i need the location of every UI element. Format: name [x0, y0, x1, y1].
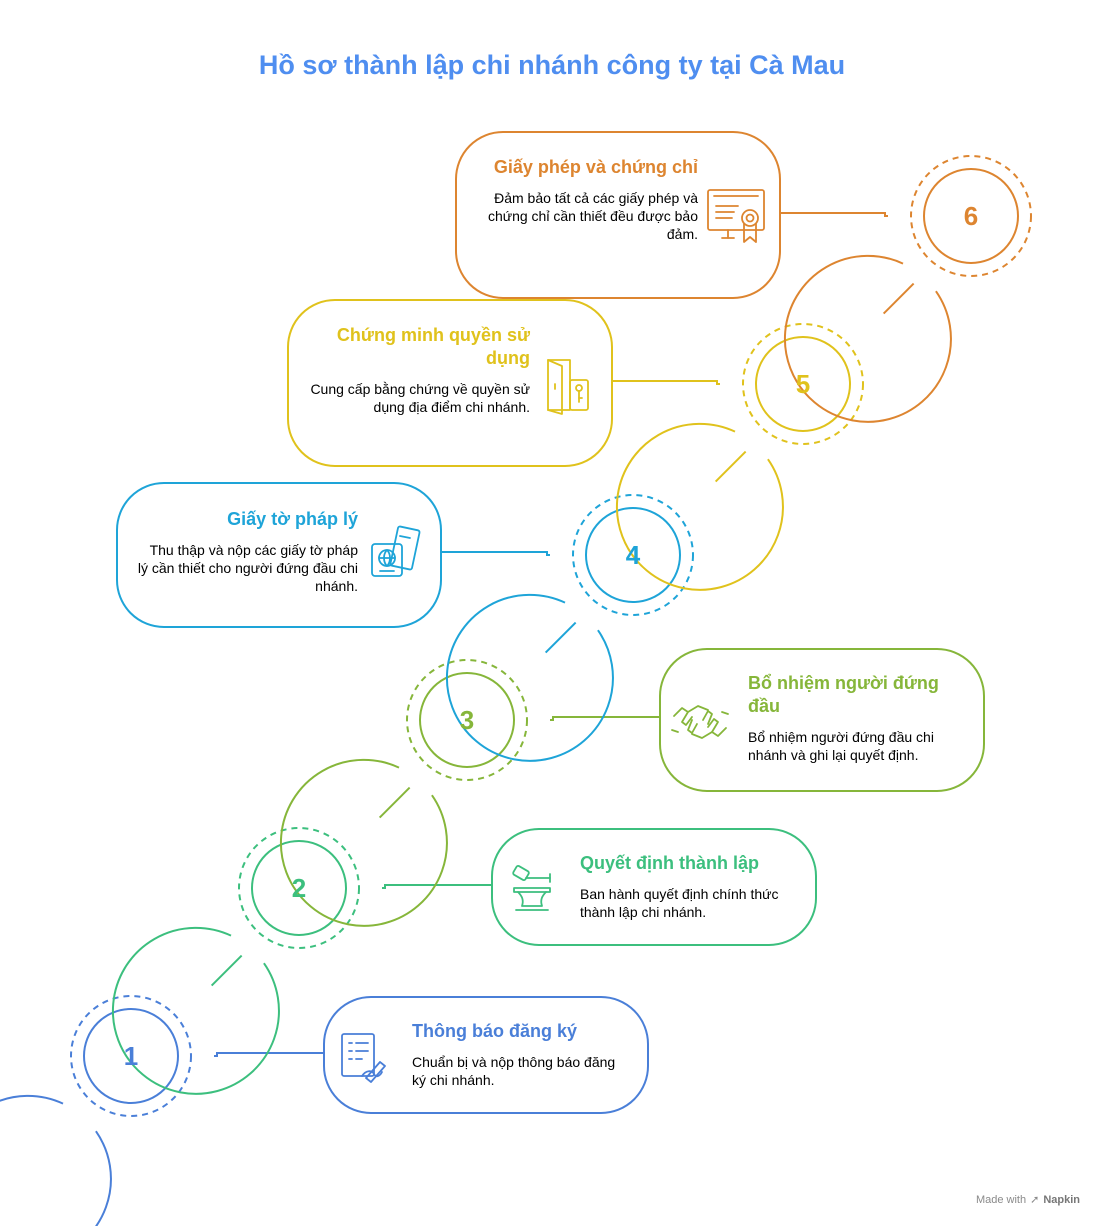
step-2-outer-ring [111, 926, 280, 1095]
footer-made-with: Made with [975, 1193, 1027, 1206]
step-5-dashed-ring [742, 323, 864, 445]
step-1-description: Chuẩn bị và nộp thông báo đăng ký chi nh… [412, 1054, 616, 1088]
step-2-number: 2 [291, 873, 307, 903]
step-1-title: Thông báo đăng ký [412, 1021, 577, 1041]
footer-credit: Made with ➚ Napkin [975, 1193, 1080, 1207]
step-3-card: Bổ nhiệm người đứng đầu Bổ nhiệm người đ… [659, 648, 985, 792]
step-3-diagonal-link [378, 786, 411, 819]
step-5-card: Chứng minh quyền sử dụng Cung cấp bằng c… [287, 299, 613, 467]
step-6-card: Giấy phép và chứng chỉ Đảm bảo tất cả cá… [455, 131, 781, 299]
step-2-dashed-ring [238, 827, 360, 949]
page-title: Hồ sơ thành lập chi nhánh công ty tại Cà… [258, 50, 846, 80]
step-5-diagonal-link [714, 450, 747, 483]
step-3-outer-ring [279, 758, 448, 927]
step-6-diagonal-link [882, 282, 915, 315]
certificate-icon [707, 189, 765, 243]
step-6-inner-ring [923, 168, 1019, 264]
footer-brand: Napkin [1043, 1193, 1080, 1206]
step-6-number: 6 [963, 201, 979, 231]
door-key-icon [547, 359, 589, 415]
step-1-inner-ring [83, 1008, 179, 1104]
step-6-outer-ring [783, 254, 952, 423]
step-5-number: 5 [795, 369, 811, 399]
step-5-outer-ring [615, 422, 784, 591]
step-2-title: Quyết định thành lập [580, 853, 759, 873]
step-2-card: Quyết định thành lập Ban hành quyết định… [491, 828, 817, 946]
step-4-connector [442, 551, 550, 556]
step-4-description: Thu thập và nộp các giấy tờ pháp lý cần … [137, 542, 358, 594]
step-1-dashed-ring [70, 995, 192, 1117]
step-3-dashed-ring [406, 659, 528, 781]
step-3-number: 3 [459, 705, 475, 735]
step-2-diagonal-link [210, 954, 243, 987]
step-2-inner-ring [251, 840, 347, 936]
step-2-description: Ban hành quyết định chính thức thành lập… [580, 886, 779, 920]
step-1-card: Thông báo đăng ký Chuẩn bị và nộp thông … [323, 996, 649, 1114]
step-3-inner-ring [419, 672, 515, 768]
handshake-icon [671, 705, 729, 739]
passport-ticket-icon [371, 525, 421, 577]
step-4-dashed-ring [572, 494, 694, 616]
step-3-description: Bổ nhiệm người đứng đầu chi nhánh và ghi… [748, 729, 934, 763]
step-6-connector [781, 212, 888, 217]
step-4-number: 4 [625, 540, 641, 570]
step-3-connector [550, 716, 659, 721]
step-5-description: Cung cấp bằng chứng về quyền sử dụng địa… [310, 381, 530, 415]
napkin-logo-icon: ➚ [1030, 1194, 1040, 1206]
step-6-title: Giấy phép và chứng chỉ [493, 157, 698, 177]
step-4-outer-ring [445, 593, 614, 762]
step-4-title: Giấy tờ pháp lý [227, 509, 358, 529]
step-2-connector [382, 884, 491, 889]
step-4-card: Giấy tờ pháp lý Thu thập và nộp các giấy… [116, 482, 442, 628]
step-5-title: Chứng minh quyền sử dụng [336, 325, 530, 368]
step-1-outer-ring [0, 1094, 112, 1226]
step-6-dashed-ring [910, 155, 1032, 277]
step-3-title: Bổ nhiệm người đứng đầu [748, 673, 939, 716]
step-4-diagonal-link [544, 621, 577, 654]
step-5-connector [613, 380, 720, 385]
document-signing-icon [341, 1033, 386, 1083]
step-1-connector [214, 1052, 323, 1057]
step-5-inner-ring [755, 336, 851, 432]
step-1-number: 1 [123, 1041, 139, 1071]
gavel-icon [512, 865, 551, 911]
step-6-description: Đảm bảo tất cả các giấy phép và chứng ch… [487, 190, 698, 242]
